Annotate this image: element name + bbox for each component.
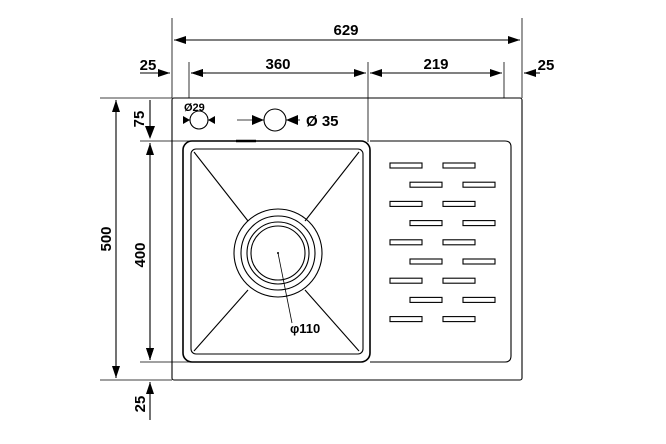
- tap-hole-circle: [263, 108, 287, 132]
- drainer-outline: [370, 140, 512, 363]
- top-offset-label: 75: [131, 111, 148, 128]
- drain-inner-circle: [246, 221, 310, 285]
- drainer-slot: [462, 296, 496, 303]
- drainer-slot: [409, 258, 443, 265]
- drainer-slot: [442, 200, 476, 207]
- drainer-slot: [442, 239, 476, 246]
- bottom-margin-label: 25: [132, 396, 149, 413]
- bowl-width-label: 360: [265, 56, 290, 73]
- drainer-slot: [389, 316, 423, 323]
- drain-core-circle: [250, 225, 306, 281]
- drainer-slot: [462, 220, 496, 227]
- drainer-slot: [389, 239, 423, 246]
- drainer-slot: [462, 258, 496, 265]
- bowl-inner: [190, 148, 364, 355]
- drainer-slot: [442, 277, 476, 284]
- drainer-slot: [409, 220, 443, 227]
- dim-bowl-height: 400: [132, 143, 154, 360]
- drainer-slot: [442, 316, 476, 323]
- dim-row-widths: 25 360 219 25: [140, 56, 555, 77]
- drainer-slot: [442, 162, 476, 169]
- sink-outer-outline: [171, 97, 523, 381]
- dim-overall-height: 500: [98, 100, 120, 378]
- tap-hole: Ø 35: [237, 108, 339, 132]
- small-hole: Ø29: [183, 102, 215, 130]
- right-margin-label: 25: [538, 57, 555, 74]
- bowl-outer-rim: [182, 140, 371, 363]
- dim-bottom-margin: 25: [132, 346, 154, 420]
- drainer-slot: [462, 181, 496, 188]
- drain-outer-circle: [233, 208, 323, 298]
- drain: φ110: [233, 208, 323, 336]
- drainer-slot: [389, 162, 423, 169]
- drainer-slot: [389, 277, 423, 284]
- left-margin-label: 25: [140, 57, 157, 74]
- sink-body: [171, 97, 523, 381]
- drainer-slot: [389, 200, 423, 207]
- bowl: [182, 139, 371, 363]
- drainer-slot: [409, 296, 443, 303]
- drainer-slot: [409, 181, 443, 188]
- small-hole-label: Ø29: [184, 102, 205, 114]
- dim-overall-width: 629: [174, 22, 520, 44]
- overall-height-label: 500: [98, 226, 115, 251]
- drainer-slots: [389, 162, 496, 323]
- drainer-width-label: 219: [423, 56, 448, 73]
- overall-width-label: 629: [333, 22, 358, 39]
- dim-top-offset: 75: [131, 100, 155, 139]
- extension-lines: [100, 18, 523, 381]
- drain-ring-circle: [240, 215, 316, 291]
- drainer-area: [370, 140, 512, 363]
- drain-label: φ110: [290, 321, 320, 336]
- tap-hole-label: Ø 35: [306, 113, 339, 130]
- bowl-height-label: 400: [132, 242, 149, 267]
